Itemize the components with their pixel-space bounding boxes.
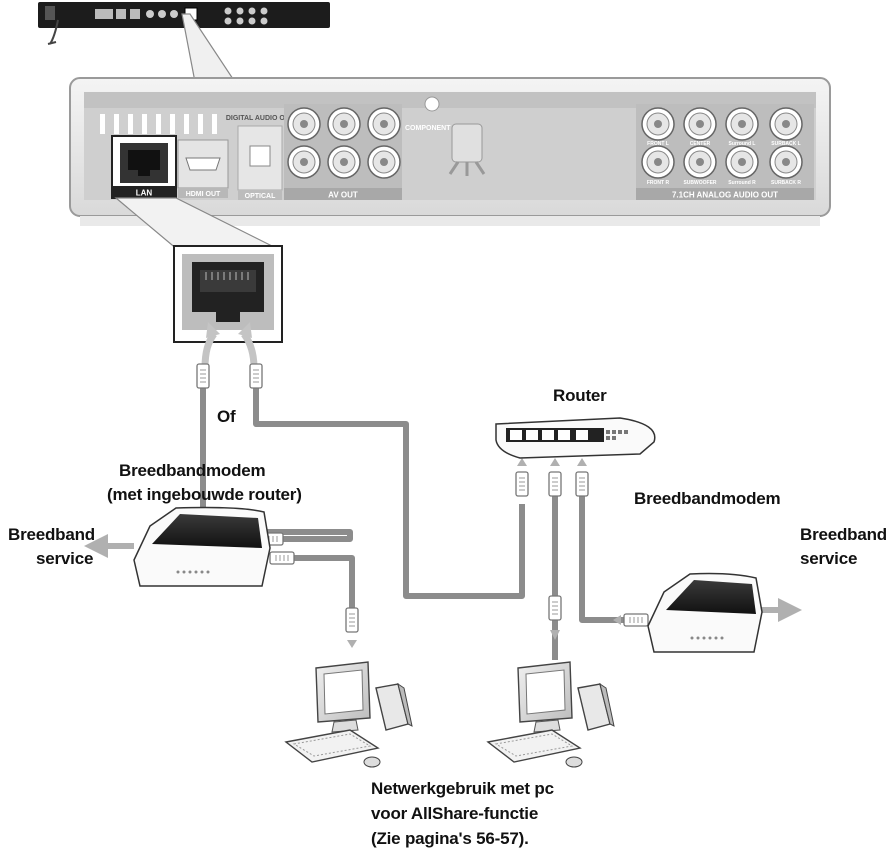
av-out-label: AV OUT xyxy=(328,191,358,200)
pc-right-plug xyxy=(548,595,562,621)
modem-left-title: Breedbandmodem xyxy=(119,461,266,480)
surback-r-label: SURBACK R xyxy=(771,180,801,186)
digital-audio-out-label: DIGITAL AUDIO OUT xyxy=(226,115,295,122)
lan-port-label: LAN xyxy=(136,189,153,198)
surround-r-label: Surround R xyxy=(728,180,756,186)
front-r-label: FRONT R xyxy=(647,180,670,186)
subwoofer-label: SUBWOOFER xyxy=(683,180,716,186)
lan-port-enlarged xyxy=(173,245,283,343)
router-plug-2 xyxy=(548,471,562,497)
component-out-label: COMPONENT OUT xyxy=(405,125,468,132)
direction-arrows xyxy=(249,458,621,648)
router-label: Router xyxy=(553,386,607,405)
analog-audio-out-label: 7.1CH ANALOG AUDIO OUT xyxy=(672,191,778,200)
surround-l-label: Surround L xyxy=(729,141,756,147)
modem-left-subtitle: (met ingebouwde router) xyxy=(107,485,302,504)
modem-right xyxy=(647,572,763,653)
lan-plug-left xyxy=(196,363,210,389)
pc-caption-line2: voor AllShare-functie xyxy=(371,804,539,823)
modem-left xyxy=(133,506,271,587)
pc-left-plug xyxy=(345,607,359,633)
modem-right-plug xyxy=(623,613,649,627)
router-plug-1 xyxy=(515,471,529,497)
modem-plug-bottom xyxy=(269,551,295,565)
pc-left xyxy=(284,661,413,768)
service-right-line2: service xyxy=(800,549,858,568)
surback-l-label: SURBACK L xyxy=(771,141,800,147)
center-label: CENTER xyxy=(690,141,711,147)
pc-caption-line3: (Zie pagina's 56-57). xyxy=(371,829,529,848)
lan-plug-right xyxy=(249,363,263,389)
or-label: Of xyxy=(217,407,236,426)
pc-caption-line1: Netwerkgebruik met pc xyxy=(371,779,554,798)
service-left-line1: Breedband xyxy=(8,525,95,544)
modem-right-title: Breedbandmodem xyxy=(634,489,781,508)
router-device xyxy=(495,417,656,459)
router-plug-3 xyxy=(575,471,589,497)
front-l-label: FRONT L xyxy=(647,141,669,147)
hdmi-out-label: HDMI OUT xyxy=(186,191,221,198)
optical-label: OPTICAL xyxy=(245,193,276,200)
service-right-line1: Breedband xyxy=(800,525,887,544)
rear-panel: LAN HDMI OUT DIGITAL AUDIO OUT OPTICAL A… xyxy=(69,77,831,226)
service-left-line2: service xyxy=(36,549,94,568)
pc-right xyxy=(486,661,615,768)
